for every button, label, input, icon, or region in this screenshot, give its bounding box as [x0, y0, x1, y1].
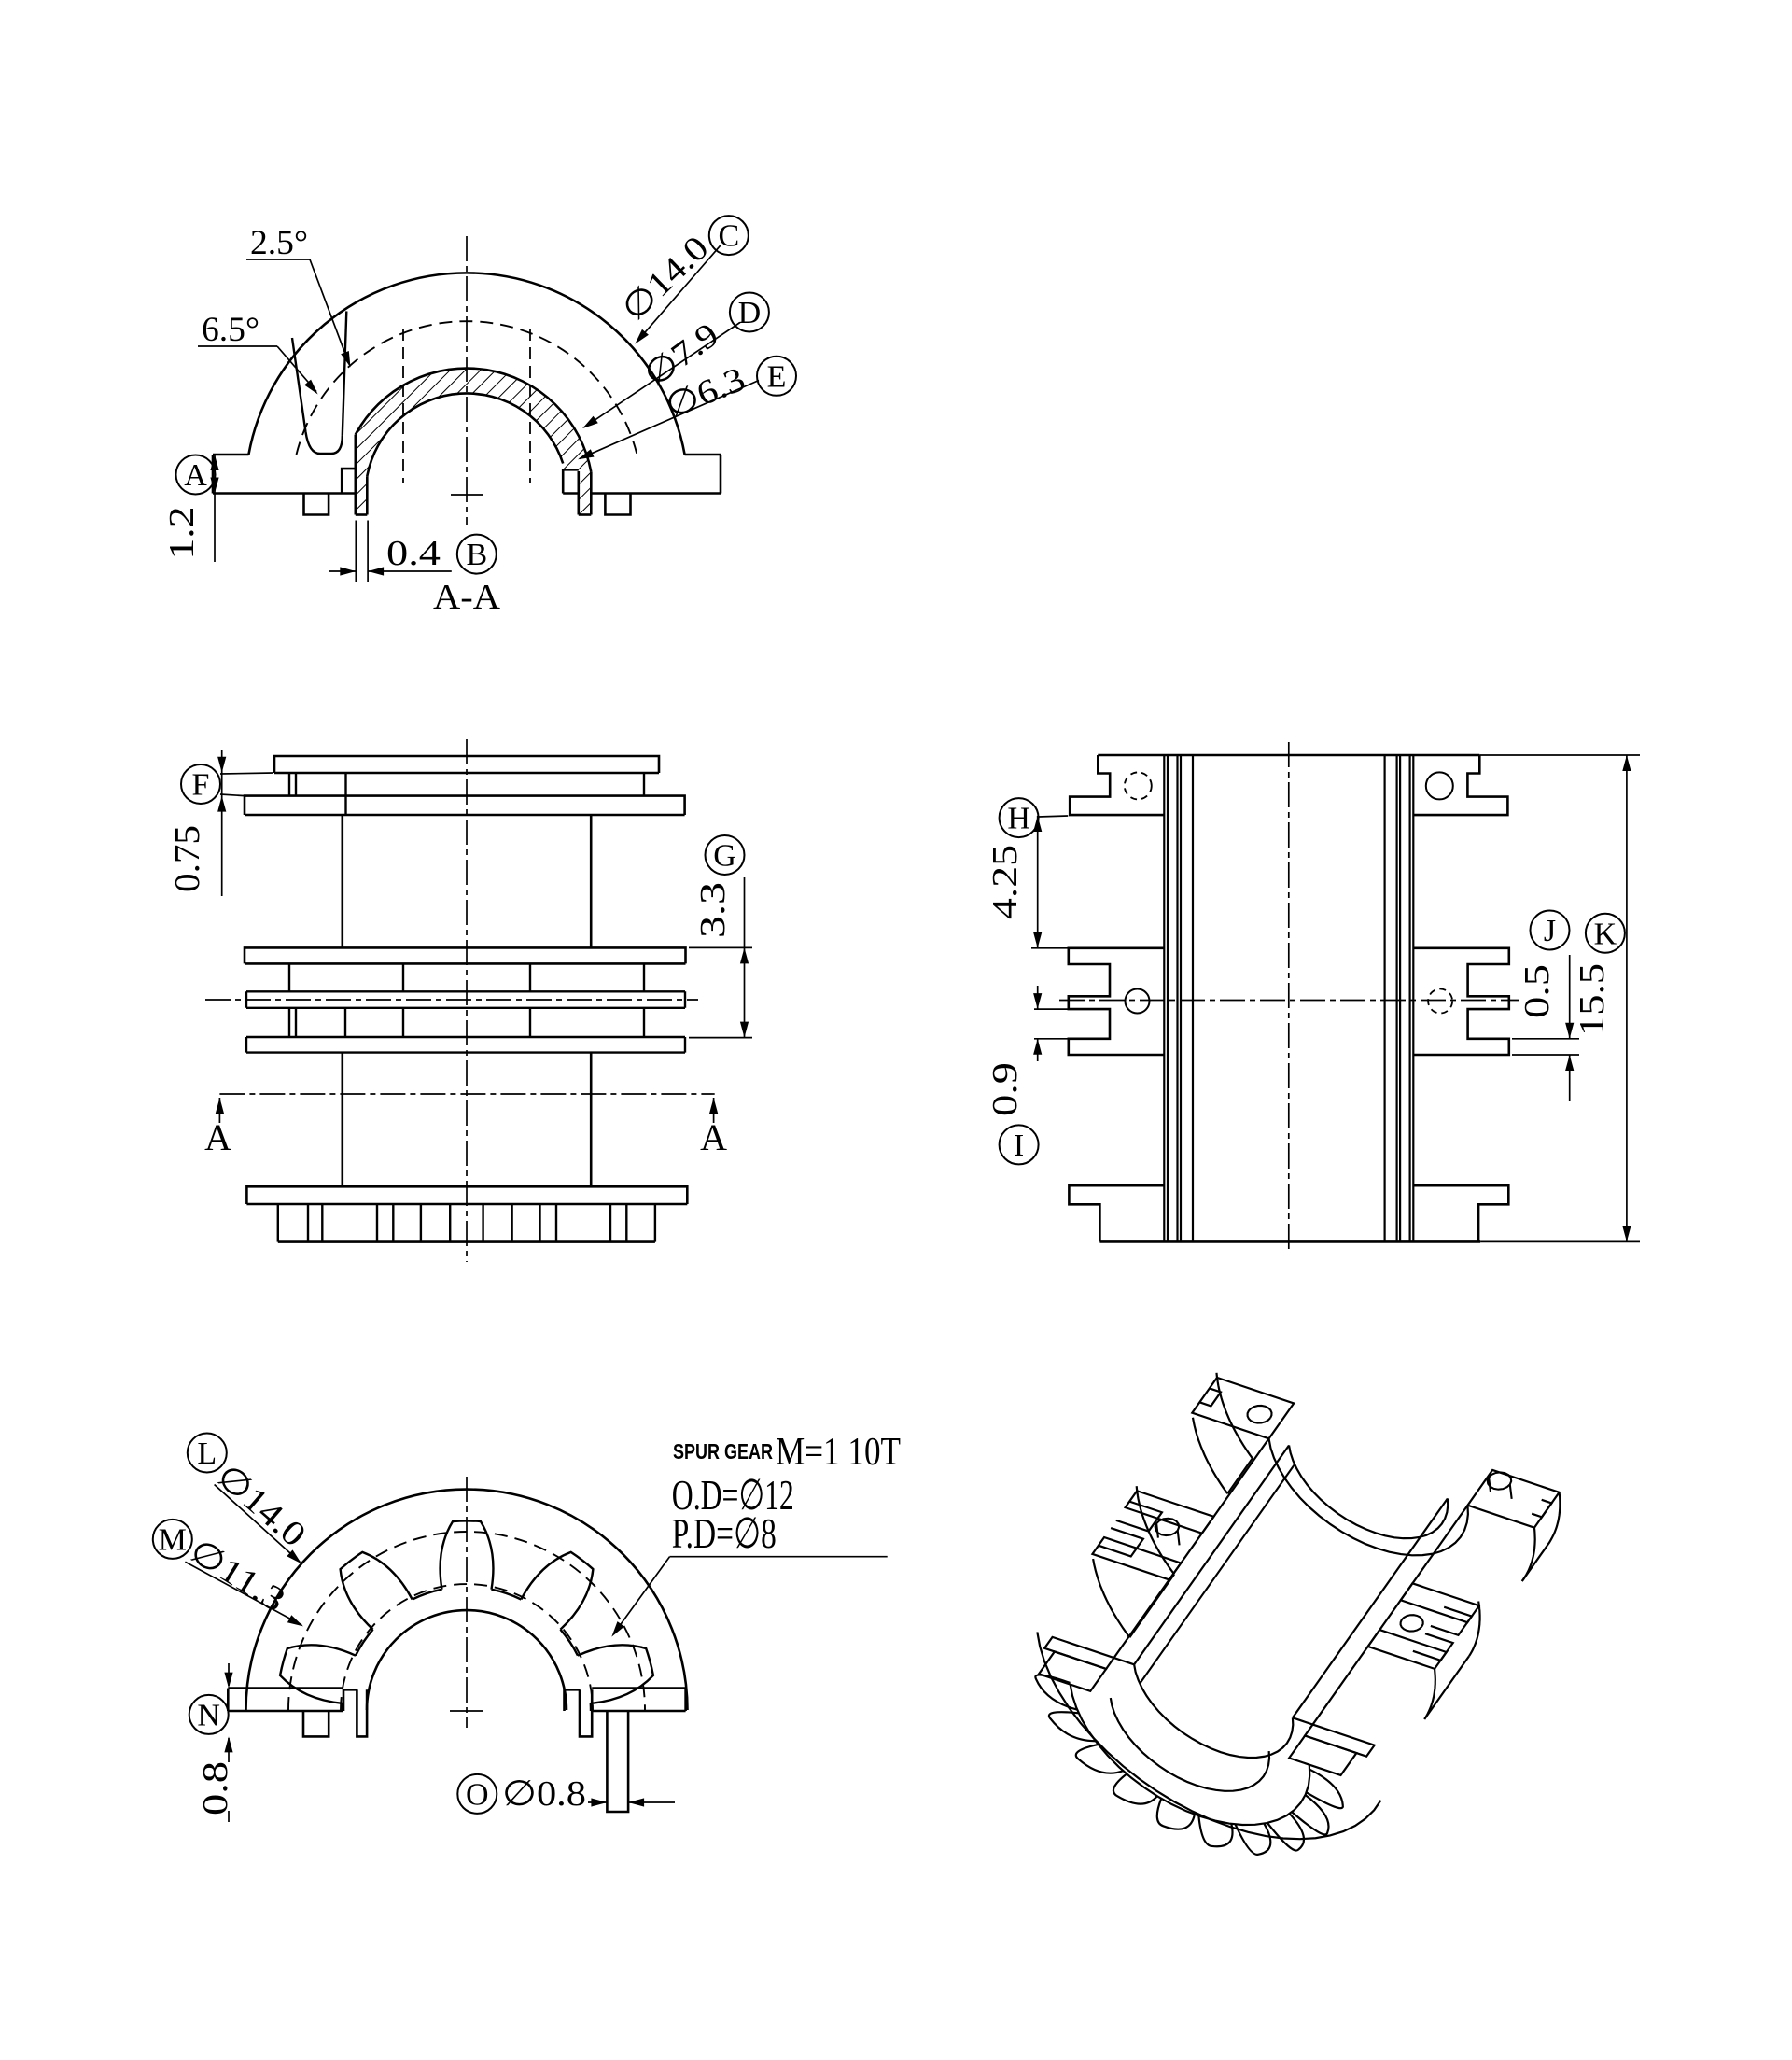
svg-text:1.2: 1.2	[162, 507, 202, 560]
svg-text:A-A: A-A	[433, 578, 501, 617]
svg-text:A: A	[184, 458, 207, 493]
svg-text:K: K	[1594, 917, 1617, 951]
svg-text:0.4: 0.4	[386, 534, 441, 573]
svg-text:J: J	[1544, 914, 1556, 948]
svg-text:H: H	[1007, 802, 1030, 836]
svg-text:4.25: 4.25	[986, 845, 1025, 919]
svg-text:D: D	[738, 296, 762, 330]
svg-text:B: B	[466, 538, 487, 572]
svg-text:0.8: 0.8	[196, 1761, 235, 1815]
svg-text:A: A	[700, 1116, 727, 1158]
svg-text:6.5°: 6.5°	[202, 311, 259, 349]
svg-text:E: E	[767, 359, 787, 394]
svg-text:0.9: 0.9	[986, 1062, 1025, 1116]
svg-text:SPUR GEAR: SPUR GEAR	[673, 1439, 773, 1464]
svg-text:C: C	[718, 219, 739, 254]
svg-text:P.D=∅8: P.D=∅8	[672, 1509, 777, 1557]
svg-text:A: A	[204, 1116, 231, 1158]
svg-text:M=1 10T: M=1 10T	[776, 1431, 901, 1474]
svg-text:M: M	[159, 1523, 187, 1558]
svg-text:15.5: 15.5	[1573, 963, 1612, 1036]
svg-text:F: F	[192, 768, 210, 803]
svg-text:2.5°: 2.5°	[250, 224, 308, 262]
svg-text:0.5: 0.5	[1518, 964, 1557, 1018]
svg-text:G: G	[713, 839, 736, 874]
svg-text:I: I	[1014, 1128, 1024, 1163]
svg-text:L: L	[197, 1436, 217, 1471]
svg-text:N: N	[197, 1699, 220, 1733]
svg-text:O: O	[466, 1778, 489, 1813]
svg-text:0.75: 0.75	[168, 825, 207, 892]
svg-text:3.3: 3.3	[693, 882, 733, 938]
svg-text:O.D=∅12: O.D=∅12	[672, 1471, 794, 1519]
svg-text:∅0.8: ∅0.8	[502, 1774, 586, 1814]
